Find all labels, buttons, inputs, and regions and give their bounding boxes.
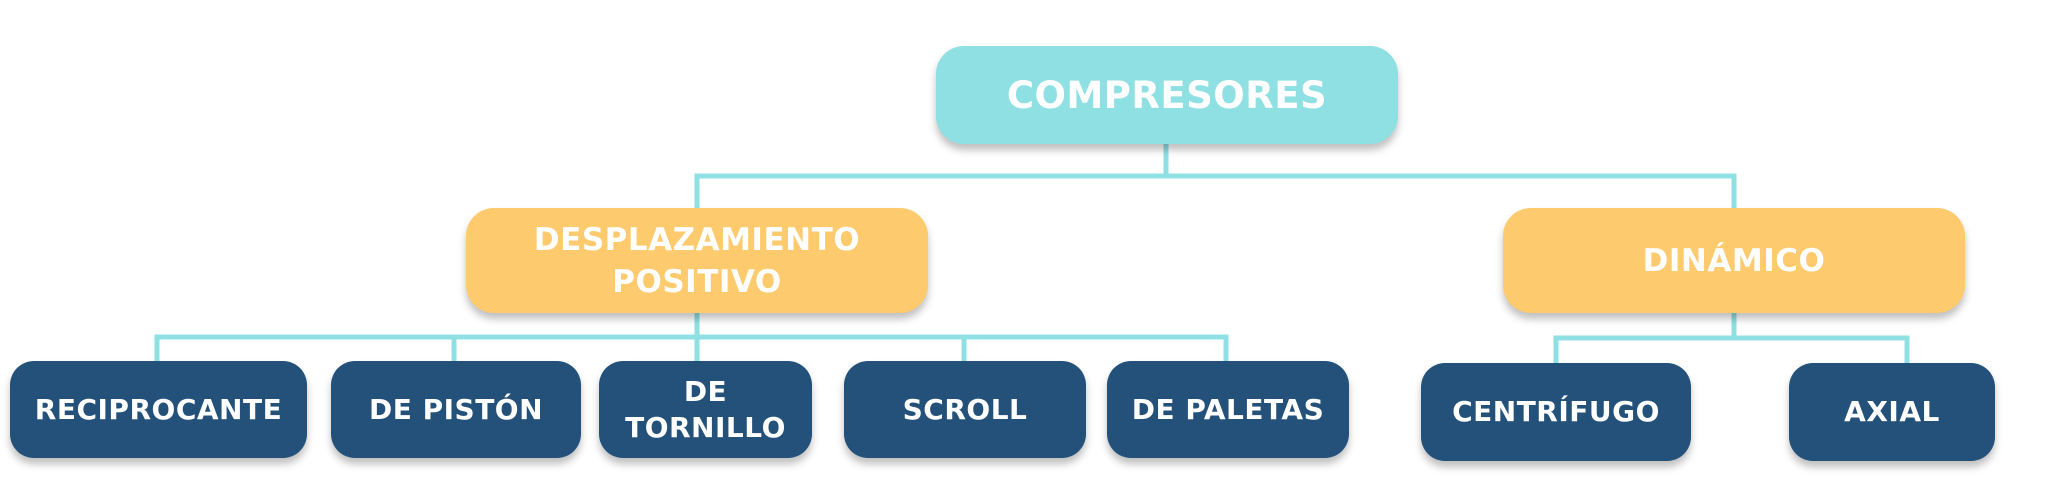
node-axial: AXIAL [1789, 363, 1995, 461]
node-centrifugo: CENTRÍFUGO [1421, 363, 1691, 461]
node-reciprocante: RECIPROCANTE [10, 361, 307, 458]
node-de-paletas: DE PALETAS [1107, 361, 1349, 458]
node-compresores: COMPRESORES [936, 46, 1398, 144]
node-de-piston: DE PISTÓN [331, 361, 581, 458]
node-desplazamiento-positivo: DESPLAZAMIENTO POSITIVO [466, 208, 928, 313]
node-scroll: SCROLL [844, 361, 1086, 458]
node-dinamico: DINÁMICO [1503, 208, 1965, 313]
node-de-tornillo: DE TORNILLO [599, 361, 812, 458]
